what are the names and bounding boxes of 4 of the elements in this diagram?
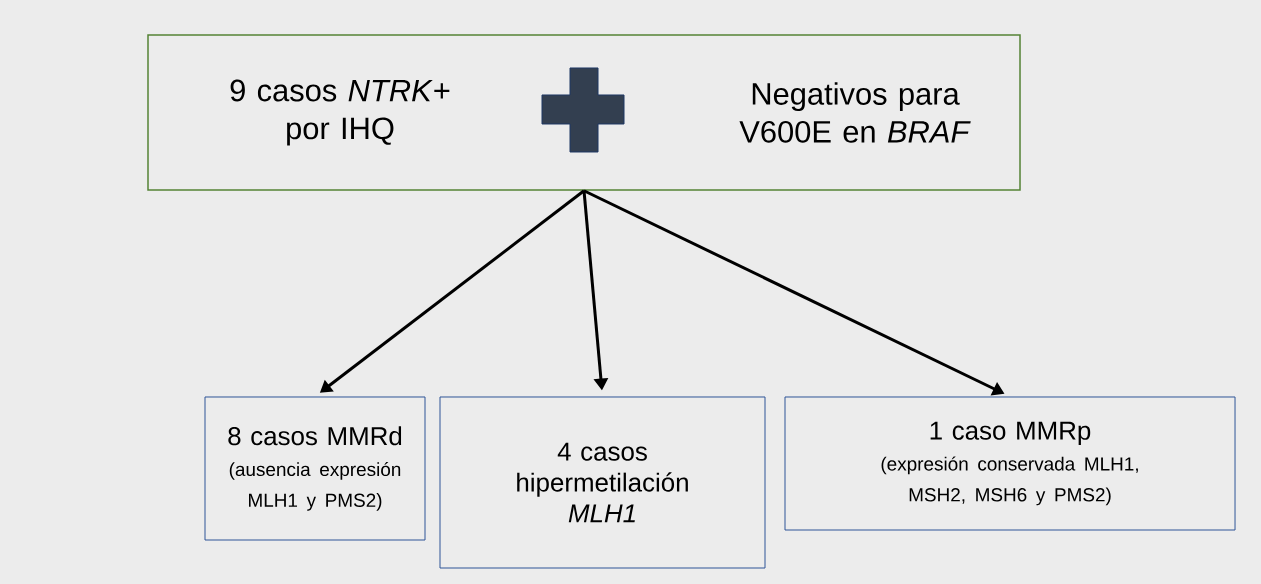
result-box: 4 casos hipermetilación MLH1	[439, 396, 766, 569]
result-box: 1 caso MMRp (expresión conservada MLH1, MSH2, MSH6 y PMS2)	[784, 396, 1236, 531]
condition-box: 9 casos NTRK+ por IHQ Negativos para V600E en BRAF	[147, 34, 1021, 191]
result-box: 8 casos MMRd (ausencia expresión MLH1 y PMS2)	[204, 396, 426, 541]
